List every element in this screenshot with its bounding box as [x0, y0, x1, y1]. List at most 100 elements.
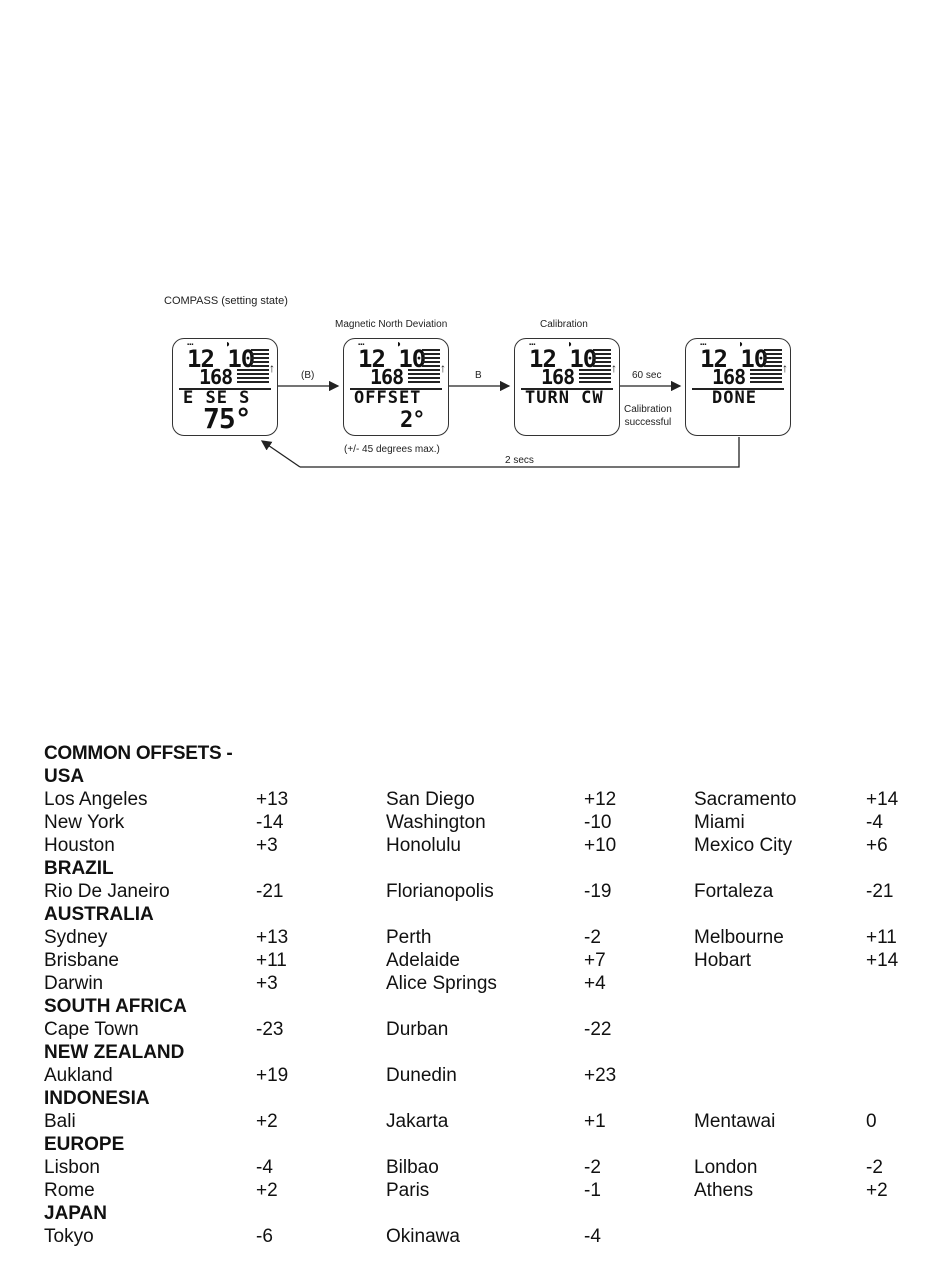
arrow-3-sublabel-line2: successful [624, 417, 672, 428]
offset-value: -19 [584, 881, 612, 902]
watch-line-1: TURN CW [525, 388, 604, 408]
city-name: Adelaide [386, 950, 460, 971]
watch-line-1: DONE [712, 388, 757, 408]
city-name: Sacramento [694, 789, 797, 810]
arrow-3-label: 60 sec [632, 370, 662, 381]
up-arrow-icon: ↑ [611, 361, 617, 375]
offset-value: +2 [866, 1180, 888, 1201]
city-name: Miami [694, 812, 745, 833]
watch-line-2: 75° [203, 402, 252, 435]
arrow-3-sublabel-line1: Calibration [624, 404, 672, 415]
offset-value: -10 [584, 812, 612, 833]
offset-value: -4 [866, 812, 883, 833]
offset-value: +12 [584, 789, 617, 810]
offset-value: -6 [256, 1226, 273, 1247]
city-name: Perth [386, 927, 432, 948]
city-name: Paris [386, 1180, 430, 1201]
offset-value: -4 [256, 1157, 273, 1178]
city-name: Tokyo [44, 1226, 94, 1247]
offsets-heading: COMMON OFFSETS - [44, 743, 233, 764]
city-name: Los Angeles [44, 789, 148, 810]
return-arrow-label: 2 secs [505, 455, 534, 466]
region-heading: JAPAN [44, 1203, 107, 1224]
city-name: Rome [44, 1180, 95, 1201]
city-name: Durban [386, 1019, 449, 1040]
city-name: Bali [44, 1111, 76, 1132]
offset-value: -4 [584, 1226, 601, 1247]
region-heading: SOUTH AFRICA [44, 996, 187, 1017]
offset-value: +23 [584, 1065, 617, 1086]
city-name: Houston [44, 835, 115, 856]
top-status-icons: ▪▪▪ [187, 342, 194, 348]
screen-3-caption: Calibration [540, 319, 588, 330]
city-name: Dunedin [386, 1065, 457, 1086]
city-name: Darwin [44, 973, 104, 994]
level-bars-icon [750, 369, 776, 385]
offset-value: +11 [256, 950, 287, 971]
screen-2-note: (+/- 45 degrees max.) [344, 444, 440, 455]
offset-value: +6 [866, 835, 888, 856]
watch-screen-compass: ▪▪▪ ◗ 12 10 168 ↑ E SE S 75° [172, 338, 278, 436]
watch-time: 12 10 [700, 345, 768, 373]
arrow-3-sublabel: Calibration successful [624, 403, 672, 429]
region-heading: INDONESIA [44, 1088, 150, 1109]
city-name: Fortaleza [694, 881, 774, 902]
city-name: Sydney [44, 927, 108, 948]
offset-value: +4 [584, 973, 606, 994]
city-name: Mentawai [694, 1111, 776, 1132]
watch-line-1: E SE S [183, 388, 251, 408]
screen-2-caption: Magnetic North Deviation [335, 319, 448, 330]
offset-value: -1 [584, 1180, 601, 1201]
offset-value: +1 [584, 1111, 606, 1132]
moon-icon: ◗ [396, 339, 403, 350]
offset-value: +2 [256, 1180, 278, 1201]
offset-value: +11 [866, 927, 897, 948]
top-status-icons: ▪▪▪ [358, 342, 365, 348]
arrow-2-label: B [475, 370, 482, 381]
offset-value: +19 [256, 1065, 289, 1086]
city-name: Jakarta [386, 1111, 449, 1132]
region-heading: NEW ZEALAND [44, 1042, 185, 1063]
offset-value: +14 [866, 950, 899, 971]
arrow-1-label: (B) [301, 370, 315, 381]
offset-value: +14 [866, 789, 899, 810]
display-separator [350, 388, 442, 390]
up-arrow-icon: ↑ [440, 361, 446, 375]
watch-time: 12 10 [187, 345, 255, 373]
offset-value: +13 [256, 789, 289, 810]
table-row: Aukland +19 Dunedin +23 [44, 1064, 924, 1087]
region-heading: USA [44, 766, 85, 787]
watch-altitude: 168 [199, 365, 233, 389]
display-separator [692, 388, 784, 390]
watch-screen-done: ▪▪▪ ◗ 12 10 168 ↑ DONE [685, 338, 791, 436]
moon-icon: ◗ [225, 339, 232, 350]
offset-value: -2 [584, 927, 601, 948]
table-row: Brisbane +11 Adelaide +7 Hobart +14 [44, 949, 924, 972]
city-name: London [694, 1157, 758, 1178]
city-name: Bilbao [386, 1157, 439, 1178]
city-name: Melbourne [694, 927, 784, 948]
up-arrow-icon: ↑ [269, 361, 275, 375]
diagram-title: COMPASS (setting state) [164, 295, 288, 307]
flow-arrows [260, 380, 740, 468]
return-arrow-head [260, 440, 301, 468]
up-arrow-icon: ↑ [782, 361, 788, 375]
city-name: Hobart [694, 950, 752, 971]
watch-altitude: 168 [712, 365, 746, 389]
watch-line-2: 2° [400, 408, 425, 433]
display-separator [179, 388, 271, 390]
offset-value: +7 [584, 950, 606, 971]
city-name: Brisbane [44, 950, 119, 971]
city-name: Mexico City [694, 835, 793, 856]
city-name: Aukland [44, 1065, 113, 1086]
level-bars-icon [237, 369, 263, 385]
region-heading: EUROPE [44, 1134, 125, 1155]
display-separator [521, 388, 613, 390]
